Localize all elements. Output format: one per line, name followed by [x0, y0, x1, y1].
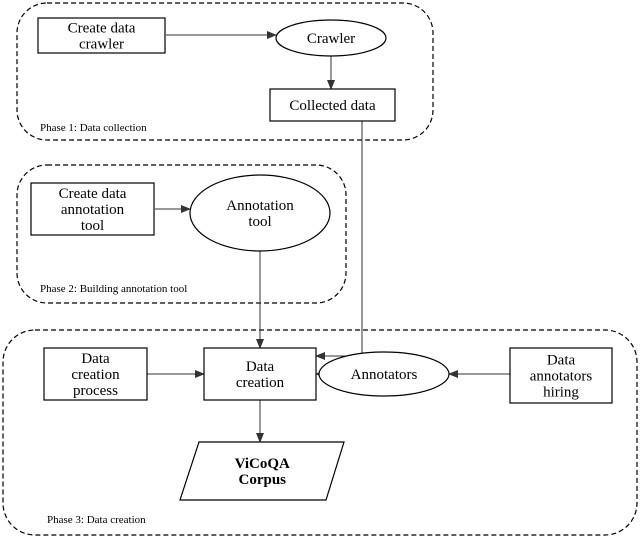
collected-data-box	[269, 88, 396, 122]
phase3-border	[2, 329, 638, 536]
phase1-group: Phase 1: Data collection	[16, 2, 434, 141]
annotators-node: Annotators	[318, 351, 450, 397]
data-creation-process-box	[43, 347, 148, 401]
phase1-label: Phase 1: Data collection	[40, 122, 147, 134]
data-annotators-hiring-label-line-3: hiring	[543, 385, 579, 401]
vicoqa-corpus-label-line-1: ViCoQA	[235, 456, 290, 472]
vicoqa-corpus-parallelogram	[179, 441, 345, 501]
annotators-label-line-1: Annotators	[351, 367, 418, 383]
data-creation-process-label-line-1: Data	[81, 351, 110, 367]
phase2-group: Phase 2: Building annotation tool	[16, 164, 347, 304]
data-creation-label-line-2: creation	[236, 375, 285, 391]
create-annotation-tool-label-line-3: tool	[81, 218, 104, 234]
phase3-label: Phase 3: Data creation	[47, 514, 146, 526]
create-crawler-label-line-2: crawler	[79, 37, 124, 53]
data-creation-process-label-line-3: process	[73, 383, 118, 399]
data-creation-process-label-line-2: creation	[71, 367, 120, 383]
phase3-group: Phase 3: Data creation	[2, 329, 638, 536]
phase2-border	[16, 164, 347, 304]
phase1-border	[16, 2, 434, 141]
data-creation-box	[203, 347, 317, 401]
annotation-tool-ellipse	[189, 174, 331, 252]
arrow-collected-data-to-data-creation	[315, 121, 363, 360]
annotation-tool-label-line-1: Annotation	[226, 198, 294, 214]
data-creation-label-line-1: Data	[246, 359, 275, 375]
data-annotators-hiring-label-line-2: annotators	[530, 369, 593, 385]
create-annotation-tool-label-line-2: annotation	[61, 202, 125, 218]
crawler-label-line-1: Crawler	[307, 31, 355, 47]
create-crawler-label-line-1: Create data	[68, 21, 136, 37]
create-crawler-box	[37, 17, 166, 54]
data-annotators-hiring-box	[509, 347, 613, 404]
crawler-ellipse	[275, 19, 387, 57]
crawler-node: Crawler	[275, 19, 387, 57]
create-annotation-tool-label-line-1: Create data	[59, 186, 127, 202]
data-annotators-hiring-label-line-1: Data	[547, 353, 576, 369]
vicoqa-corpus-label-line-2: Corpus	[238, 472, 286, 488]
annotators-ellipse	[318, 351, 450, 397]
collected-data-node: Collected data	[269, 88, 396, 122]
annotation-tool-label-line-2: tool	[248, 214, 271, 230]
collected-data-label-line-1: Collected data	[289, 98, 376, 114]
phase2-label: Phase 2: Building annotation tool	[40, 283, 187, 295]
create-annotation-tool-box	[30, 182, 155, 236]
